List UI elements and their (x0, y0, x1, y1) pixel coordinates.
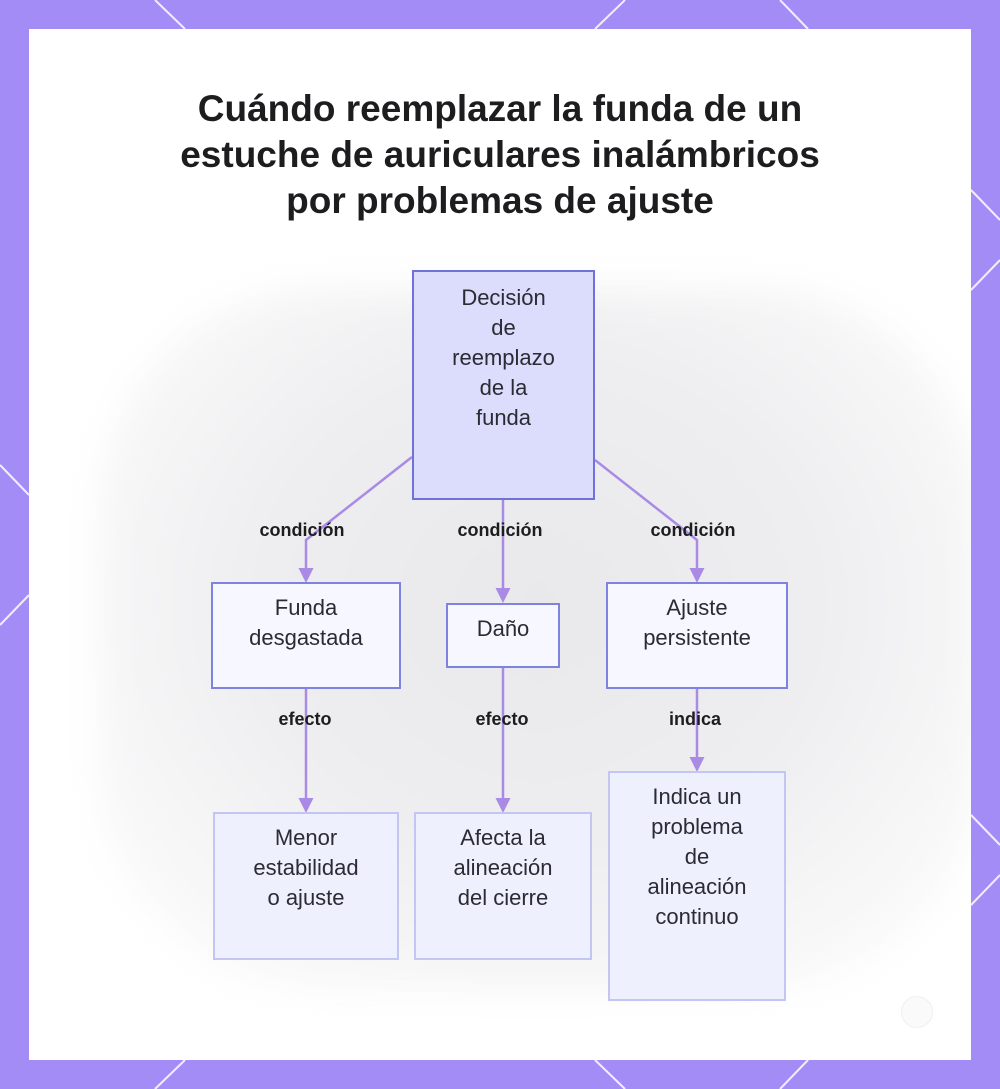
node-text-line: Ajuste (643, 593, 751, 623)
node-persistent-fit: Ajuste persistente (606, 582, 788, 689)
node-text-line: Decisión (452, 283, 555, 313)
node-text-line: del cierre (453, 883, 552, 913)
node-text-line: Indica un (647, 782, 746, 812)
edge-label-condition: condición (260, 519, 345, 541)
watermark-badge-icon (901, 996, 933, 1028)
node-damage: Daño (446, 603, 560, 668)
edge-label-condition: condición (458, 519, 543, 541)
node-text-line: reemplazo (452, 343, 555, 373)
node-text-line: estabilidad (253, 853, 358, 883)
node-text-line: Menor (253, 823, 358, 853)
node-text-line: continuo (647, 902, 746, 932)
node-text-line: Afecta la (453, 823, 552, 853)
node-text-line: o ajuste (253, 883, 358, 913)
node-affects-alignment: Afecta la alineación del cierre (414, 812, 592, 960)
node-text-line: de la (452, 373, 555, 403)
node-text-line: funda (452, 403, 555, 433)
node-text-line: problema (647, 812, 746, 842)
edge-label-condition: condición (651, 519, 736, 541)
node-alignment-problem: Indica un problema de alineación continu… (608, 771, 786, 1001)
node-text-line: de (647, 842, 746, 872)
node-worn-case: Funda desgastada (211, 582, 401, 689)
node-text-line: Daño (477, 614, 530, 644)
edge-label-effect: efecto (278, 708, 331, 730)
edge-label-indicates: indica (669, 708, 721, 730)
node-less-stability: Menor estabilidad o ajuste (213, 812, 399, 960)
node-text-line: persistente (643, 623, 751, 653)
node-replacement-decision: Decisión de reemplazo de la funda (412, 270, 595, 500)
node-text-line: alineación (647, 872, 746, 902)
node-text-line: de (452, 313, 555, 343)
edge-label-effect: efecto (475, 708, 528, 730)
node-text-line: desgastada (249, 623, 363, 653)
node-text-line: alineación (453, 853, 552, 883)
node-text-line: Funda (249, 593, 363, 623)
